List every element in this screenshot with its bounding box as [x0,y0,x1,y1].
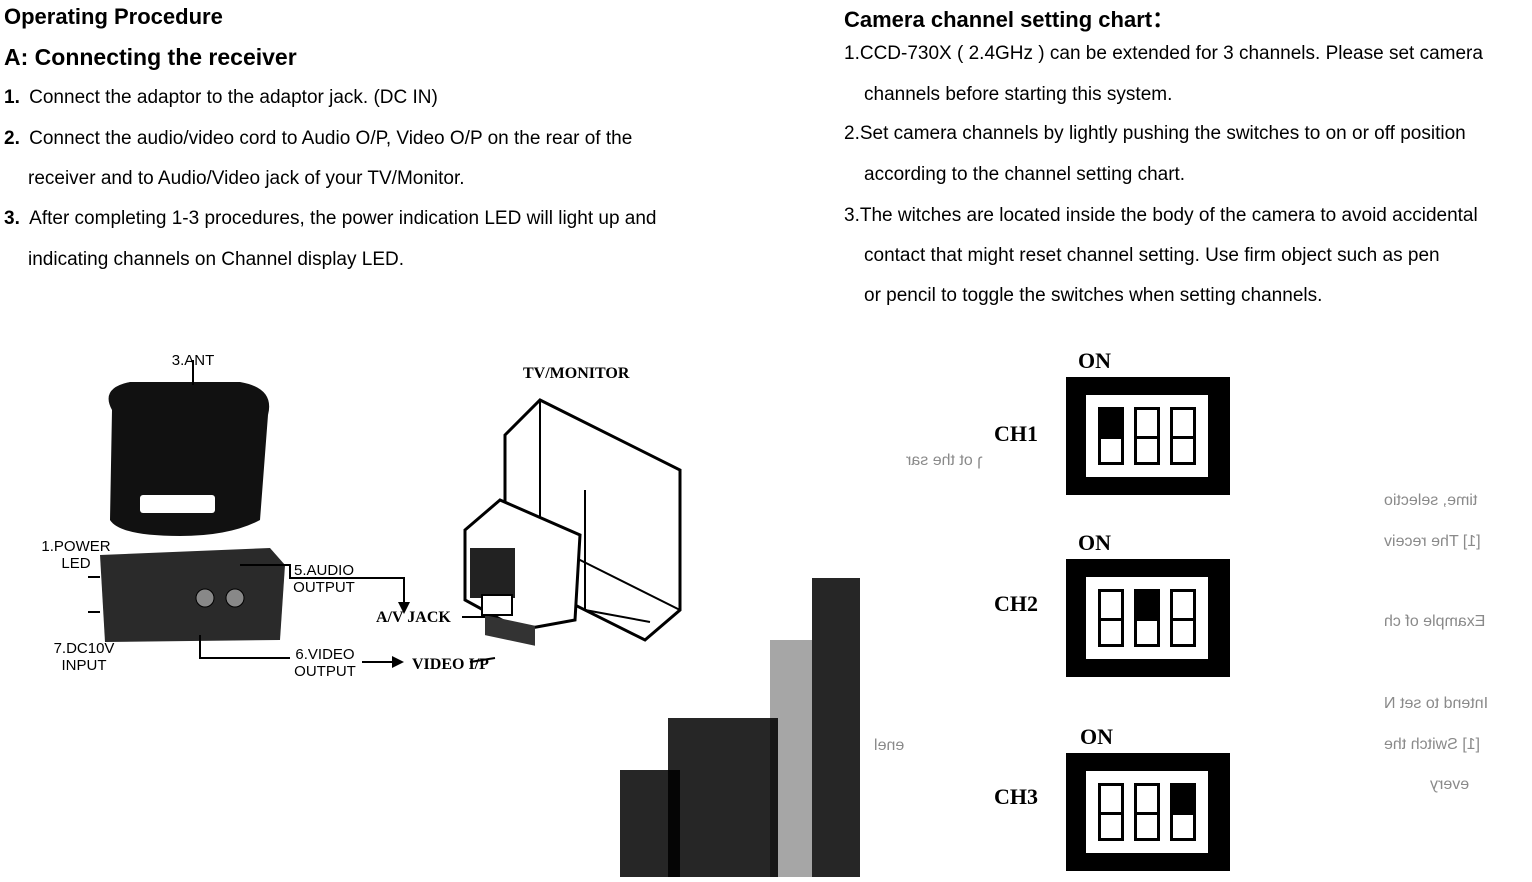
connection-diagram [0,340,860,877]
power-led-label: 1.POWER LED [41,538,111,572]
step-number: 2. [4,128,20,149]
scan-noise [620,770,680,877]
bleed-text: ɿ ot the sar [906,452,983,469]
ant-label: 3.ANT [171,352,215,369]
instruction-line: contact that might reset channel setting… [864,245,1440,266]
switch-on-knob [1173,786,1193,812]
bleed-text: Example of ch [1384,613,1486,630]
ch2-dip-switch [1066,559,1230,677]
ch1-dip-switch [1066,377,1230,495]
dc-input-label: 7.DC10V INPUT [53,640,115,674]
section-heading: A: Connecting the receiver [4,44,297,70]
scan-noise [812,578,860,877]
switch-on-knob [1137,592,1157,618]
tv-monitor-label: TV/MONITOR [523,365,630,382]
scan-noise [770,640,812,877]
bleed-text: every [1430,776,1470,793]
scan-noise [668,718,778,877]
ch2-label: CH2 [994,591,1038,616]
antenna-slot [140,495,215,513]
bleed-text: Intend to set N [1384,695,1489,712]
ch1-label: CH1 [994,421,1038,446]
dip-switch-3 [1170,589,1196,647]
step-2-continued: receiver and to Audio/Video jack of your… [28,168,465,189]
diagram-drawing [88,360,860,877]
video-ip-label: VIDEO I/P [412,656,489,673]
step-text: After completing 1-3 procedures, the pow… [29,208,657,229]
instruction-line: or pencil to toggle the switches when se… [864,285,1323,306]
page-title: Operating Procedure [4,4,223,29]
dip-switch-3 [1170,783,1196,841]
step-number: 3. [4,208,20,229]
bleed-text: time, selectio [1384,492,1478,509]
ch3-dip-switch [1066,753,1230,871]
bleed-text: [1] The receiv [1384,533,1481,550]
instruction-line: channels before starting this system. [864,84,1173,105]
dip-switch-2 [1134,783,1160,841]
step-3-continued: indicating channels on Channel display L… [28,249,405,270]
dip-switch-2 [1134,407,1160,465]
bleed-text: [1] Switch the [1384,736,1481,753]
instruction-line: 2.Set camera channels by lightly pushing… [844,123,1466,144]
ch2-on-label: ON [1078,530,1111,555]
audio-jack [195,588,215,608]
video-jack [225,588,245,608]
dip-switch-1 [1098,589,1124,647]
switch-on-knob [1101,410,1121,436]
step-1: 1. Connect the adaptor to the adaptor ja… [4,88,438,108]
step-2: 2. Connect the audio/video cord to Audio… [4,129,632,149]
chart-title: Camera channel setting chart： [844,7,1175,32]
receiver-body [100,548,285,642]
step-text: Connect the adaptor to the adaptor jack.… [29,87,438,108]
step-text: Connect the audio/video cord to Audio O/… [29,128,633,149]
instruction-line: 1.CCD-730X ( 2.4GHz ) can be extended fo… [844,43,1483,64]
step-number: 1. [4,87,20,108]
tv-monitor-drawing [463,398,682,646]
dip-switch-2 [1134,589,1160,647]
ch1-on-label: ON [1078,348,1111,373]
av-jack-label: A/V JACK [376,609,451,626]
ch3-label: CH3 [994,784,1038,809]
dip-switch-1 [1098,783,1124,841]
audio-output-label: 5.AUDIO OUTPUT [293,562,355,596]
bleed-text: enel [874,737,905,754]
step-3: 3. After completing 1-3 procedures, the … [4,209,656,229]
video-output-label: 6.VIDEO OUTPUT [294,646,356,680]
instruction-line: 3.The witches are located inside the bod… [844,205,1478,226]
dip-switch-1 [1098,407,1124,465]
ch3-on-label: ON [1080,724,1113,749]
instruction-line: according to the channel setting chart. [864,164,1186,185]
dip-switch-3 [1170,407,1196,465]
